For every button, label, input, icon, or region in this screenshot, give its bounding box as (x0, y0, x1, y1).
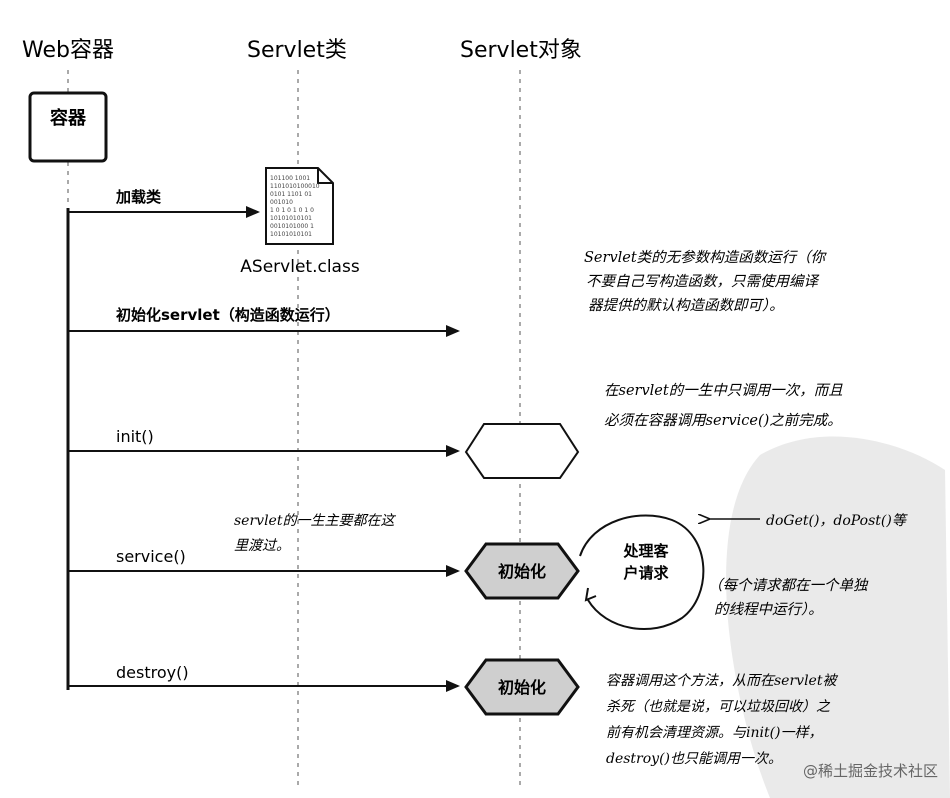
constructor-note-line-2: 器提供的默认构造函数即可）。 (588, 297, 784, 314)
request-loop-circle (579, 514, 705, 630)
service-state-label: 初始化 (498, 562, 546, 581)
header-web-container: Web容器 (22, 38, 114, 63)
destroy-note-line-1: 杀死（也就是说，可以垃圾回收）之 (606, 699, 831, 715)
header-servlet-object: Servlet对象 (460, 38, 582, 63)
destroy-note-line-3: destroy()也只能调用一次。 (606, 751, 782, 767)
arrow-init-label: init() (116, 427, 154, 446)
document-line-1: 1101010100010 (270, 183, 320, 190)
destroy-note-line-0: 容器调用这个方法，从而在servlet被 (606, 673, 838, 689)
document-line-0: 101100 1001 (270, 175, 310, 182)
document-line-7: 10101010101 (270, 231, 312, 238)
thread-note-line-1: 的线程中运行）。 (714, 601, 823, 618)
header-servlet-class: Servlet类 (247, 38, 347, 63)
document-line-6: 0010101000 1 (270, 223, 314, 230)
constructor-note-line-0: Servlet类的无参数构造函数运行（你 (584, 249, 828, 266)
init-note-line-1: 必须在容器调用service()之前完成。 (604, 412, 842, 429)
request-loop-arrowhead (584, 587, 597, 602)
request-loop-label-line-1: 户请求 (623, 564, 669, 582)
service-life-note-line-0: servlet的一生主要都在这 (234, 513, 396, 529)
constructor-note-line-1: 不要自己写构造函数，只需使用编译 (586, 273, 819, 290)
site-watermark: @稀土掘金技术社区 (803, 762, 938, 780)
container-box-label: 容器 (50, 107, 87, 129)
thread-note-line-0: （每个请求都在一个单独 (708, 577, 869, 594)
container-box: 容器 (28, 91, 108, 163)
arrow-service-label: service() (116, 547, 186, 566)
request-loop-label-line-0: 处理客 (622, 542, 669, 560)
service-life-note-line-1: 里渡过。 (234, 538, 290, 554)
document-line-3: 001010 (270, 199, 293, 206)
arrow-destroy-label: destroy() (116, 663, 189, 682)
arrow-load-class-label: 加载类 (115, 188, 162, 206)
seal-watermark (726, 436, 950, 798)
doget-note: doGet()，doPost()等 (766, 513, 908, 529)
destroy-state-label: 初始化 (498, 678, 546, 697)
destroy-state: 初始化 (464, 658, 580, 716)
document-line-2: 0101 1101 01 (270, 191, 312, 198)
arrow-init-servlet-label: 初始化servlet（构造函数运行） (116, 306, 340, 324)
document-label: AServlet.class (240, 257, 360, 277)
document-line-4: 1 0 1 0 1 0 1 0 (270, 207, 314, 214)
document-line-5: 10101010101 (270, 215, 312, 222)
init-note-line-0: 在servlet的一生中只调用一次，而且 (604, 382, 843, 399)
service-state: 初始化 (464, 542, 580, 600)
destroy-note-line-2: 前有机会清理资源。与init()一样， (606, 725, 823, 741)
init-state-hexagon (464, 423, 580, 479)
document-icon: 101100 1001 1101010100010 0101 1101 01 0… (265, 167, 334, 245)
